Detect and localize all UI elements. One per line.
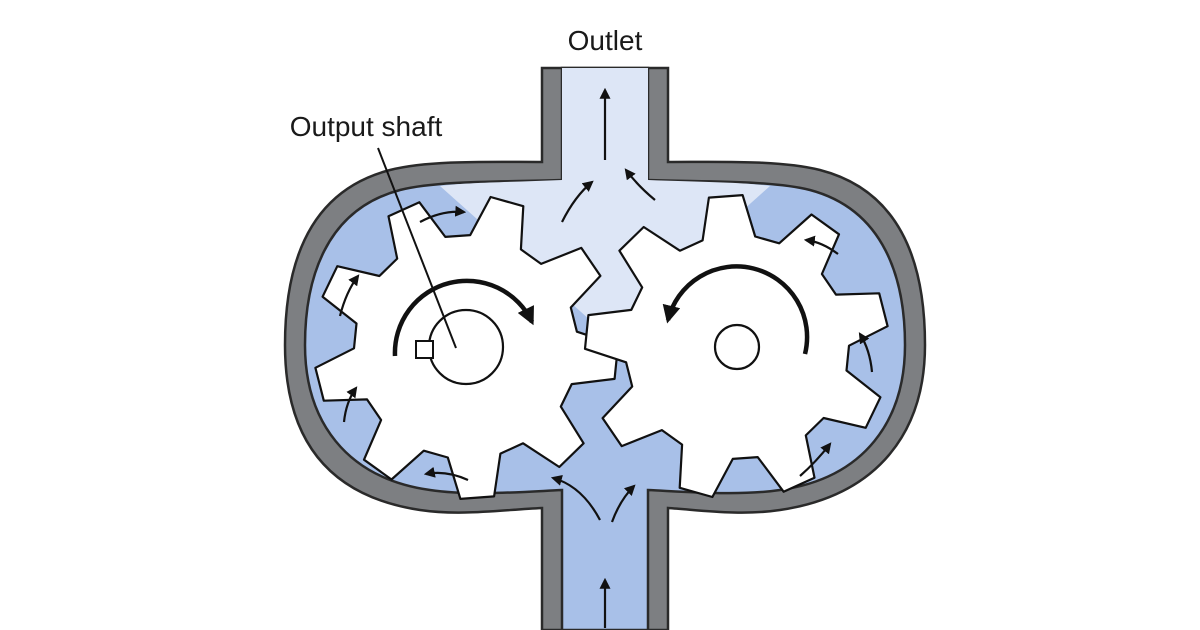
flow-arrow: [550, 475, 601, 521]
flow-arrow: [624, 168, 656, 201]
shaft-key: [415, 340, 434, 359]
flow-arrow: [338, 274, 360, 317]
flow-arrow: [342, 386, 358, 423]
flow-arrow: [610, 484, 636, 523]
outlet-label: Outlet: [568, 25, 643, 56]
flow-arrow: [858, 332, 874, 373]
output-shaft-label: Output shaft: [290, 111, 443, 142]
flow-arrow: [423, 466, 469, 482]
flow-arrow: [803, 235, 839, 255]
flow-arrows: [338, 87, 874, 628]
flow-arrow: [561, 180, 594, 223]
output-shaft-leader-line: [377, 147, 457, 349]
driven-gear-hub: [713, 323, 761, 371]
flow-arrow: [799, 442, 832, 477]
counterclockwise-rotation-arrow: [662, 264, 810, 355]
flow-arrow: [419, 205, 467, 223]
clockwise-rotation-arrow: [392, 278, 535, 357]
drive-gear-hub: [427, 308, 505, 386]
